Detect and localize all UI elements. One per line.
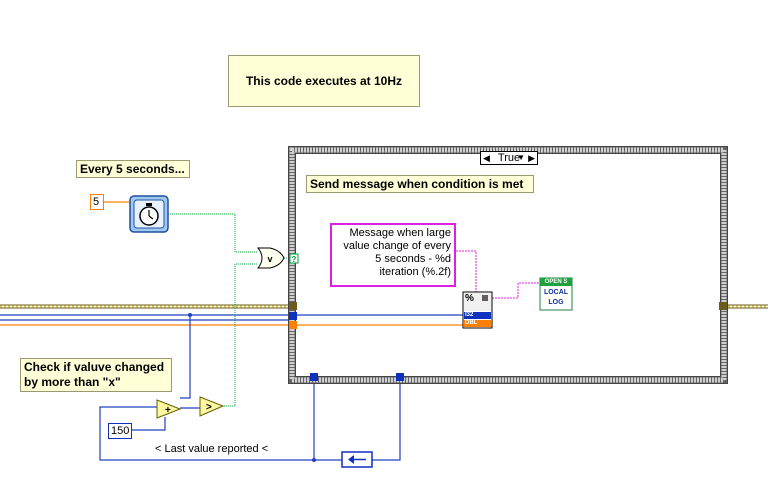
increment-arrow-icon[interactable]: ▶ (528, 153, 535, 163)
case-selector-value: True (497, 152, 521, 164)
decrement-arrow-icon[interactable]: ◀ (483, 153, 490, 163)
iteration-tunnel[interactable] (289, 312, 297, 320)
log-vi-line2: LOCAL (543, 289, 569, 296)
error-tunnel-right[interactable] (719, 302, 727, 310)
stopwatch-icon[interactable] (129, 195, 169, 233)
log-vi-line1: OPEN S (544, 279, 568, 285)
or-gate-icon[interactable]: v (256, 247, 285, 269)
check-note: Check if valuve changed by more than "x" (20, 358, 172, 392)
selector-terminal[interactable] (289, 253, 299, 264)
message-string-constant[interactable]: Message when large value change of every… (330, 223, 456, 287)
shift-tunnel-right[interactable] (396, 373, 404, 381)
svg-text:+: + (165, 405, 171, 416)
interval-constant[interactable]: 5 (90, 194, 104, 210)
value-tunnel[interactable] (289, 321, 297, 329)
log-vi-icon[interactable] (539, 277, 573, 311)
dropdown-arrow-icon[interactable]: ▼ (517, 153, 525, 162)
boolean-wires[interactable] (168, 213, 292, 407)
add-icon[interactable]: + (156, 399, 182, 419)
shift-register-label: < Last value reported < (155, 443, 269, 455)
svg-text:v: v (267, 254, 272, 264)
greater-than-icon[interactable]: > (199, 396, 225, 417)
formatted-string-wire[interactable] (492, 282, 540, 299)
format-into-string-icon[interactable] (462, 291, 493, 329)
feedback-node-icon[interactable] (341, 451, 373, 468)
message-string-wire[interactable] (456, 250, 477, 292)
rate-note: This code executes at 10Hz (228, 55, 420, 107)
condition-note: Send message when condition is met (306, 175, 534, 193)
threshold-constant[interactable]: 150 (108, 423, 132, 439)
svg-text:>: > (206, 402, 212, 413)
svg-text:?: ? (292, 255, 297, 264)
shift-tunnel-left[interactable] (310, 373, 318, 381)
case-selector[interactable]: ◀ True ▼ ▶ (480, 151, 538, 165)
every5-note: Every 5 seconds... (76, 160, 190, 178)
format-node-int-label: I32 (465, 312, 474, 318)
format-node-dbl-label: DBL (465, 320, 478, 326)
error-tunnel-left[interactable] (289, 302, 297, 310)
format-node-label: % (465, 293, 474, 304)
log-vi-line3: LOG (548, 299, 564, 306)
